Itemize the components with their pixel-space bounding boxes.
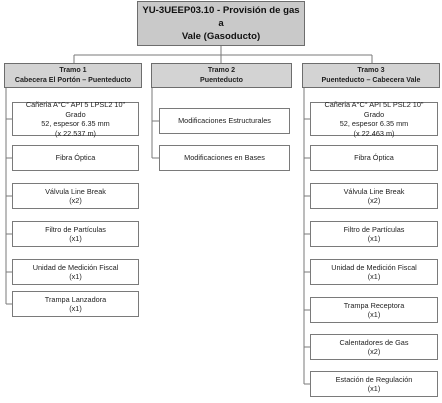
tramo-1-item-filter: Filtro de Partículas (x1): [12, 221, 139, 247]
tramo-2-item-bases: Modificaciones en Bases: [159, 145, 290, 171]
item-line: 52, espesor 6.35 mm: [41, 119, 110, 128]
tramo-2-node: Tramo 2 Puenteducto: [151, 63, 292, 88]
tramo-2-subtitle: Puenteducto: [200, 75, 243, 84]
item-line: Trampa Receptora: [343, 300, 405, 310]
item-line: (x1): [367, 310, 381, 319]
tramo-3-subtitle: Puenteducto – Cabecera Vale: [321, 75, 421, 84]
item-line: 52, espesor 6.35 mm: [339, 119, 409, 128]
item-line: (x1): [367, 234, 381, 243]
item-line: (x2): [367, 196, 381, 205]
tramo-1-item-valve: Válvula Line Break (x2): [12, 183, 139, 209]
root-title-line-1: YU-3UEEP03.10 - Provisión de gas a: [142, 5, 300, 29]
item-line: Fibra Óptica: [354, 153, 394, 163]
item-line: Válvula Line Break: [343, 186, 405, 196]
item-line: Estación de Regulación: [335, 374, 413, 384]
item-line: (x2): [367, 347, 381, 356]
item-line: Fibra Óptica: [55, 153, 96, 163]
item-line: Cañeria A°C° API 5L PSL2 10" Grado: [324, 100, 424, 119]
item-line: Filtro de Partículas: [45, 224, 106, 234]
tramo-3-item-fiber: Fibra Óptica: [310, 145, 438, 171]
item-line: Cañeria A°C° API 5 LPSL2 10" Grado: [25, 100, 126, 119]
item-line: (x1): [69, 234, 82, 243]
root-node: YU-3UEEP03.10 - Provisión de gas a Vale …: [137, 1, 305, 46]
item-line: (x 22.463 m): [353, 128, 395, 138]
tramo-1-item-pipe: Cañeria A°C° API 5 LPSL2 10" Grado 52, e…: [12, 100, 139, 138]
tramo-1-subtitle: Cabecera El Portón – Puenteducto: [14, 75, 132, 84]
tramo-3-item-meter: Unidad de Medición Fiscal (x1): [310, 259, 438, 285]
tramo-3-node: Tramo 3 Puenteducto – Cabecera Vale: [302, 63, 440, 88]
item-line: Modificaciones Estructurales: [178, 116, 271, 126]
item-line: Unidad de Medición Fiscal: [331, 262, 417, 272]
tramo-1-item-meter: Unidad de Medición Fiscal (x1): [12, 259, 139, 285]
tramo-1-item-fiber: Fibra Óptica: [12, 145, 139, 171]
root-title-line-2: Vale (Gasoducto): [181, 31, 261, 42]
item-line: (x1): [69, 304, 82, 313]
item-line: Válvula Line Break: [45, 186, 106, 196]
tramo-1-title: Tramo 1: [59, 66, 87, 74]
tramo-3-title: Tramo 3: [357, 66, 385, 74]
item-line: Calentadores de Gas: [339, 337, 409, 347]
tramo-2-item-structural: Modificaciones Estructurales: [159, 108, 290, 134]
item-line: (x1): [367, 272, 381, 281]
tramo-3-item-heaters: Calentadores de Gas (x2): [310, 334, 438, 360]
item-line: (x2): [69, 196, 82, 205]
item-line: Modificaciones en Bases: [184, 153, 265, 163]
tramo-2-title: Tramo 2: [207, 66, 236, 74]
tramo-3-item-filter: Filtro de Partículas (x1): [310, 221, 438, 247]
tramo-3-item-regulation: Estación de Regulación (x1): [310, 371, 438, 397]
item-line: (x1): [69, 272, 82, 281]
tramo-3-item-pipe: Cañeria A°C° API 5L PSL2 10" Grado 52, e…: [310, 100, 438, 138]
item-line: (x1): [367, 384, 381, 393]
item-line: Filtro de Partículas: [343, 224, 405, 234]
item-line: Trampa Lanzadora: [44, 294, 107, 304]
tramo-3-item-receiver: Trampa Receptora (x1): [310, 297, 438, 323]
item-line: Unidad de Medición Fiscal: [32, 262, 119, 272]
tramo-1-item-launcher: Trampa Lanzadora (x1): [12, 291, 139, 317]
tramo-3-item-valve: Válvula Line Break (x2): [310, 183, 438, 209]
tramo-1-node: Tramo 1 Cabecera El Portón – Puenteducto: [4, 63, 142, 88]
item-line: (x 22.537 m): [55, 128, 96, 138]
